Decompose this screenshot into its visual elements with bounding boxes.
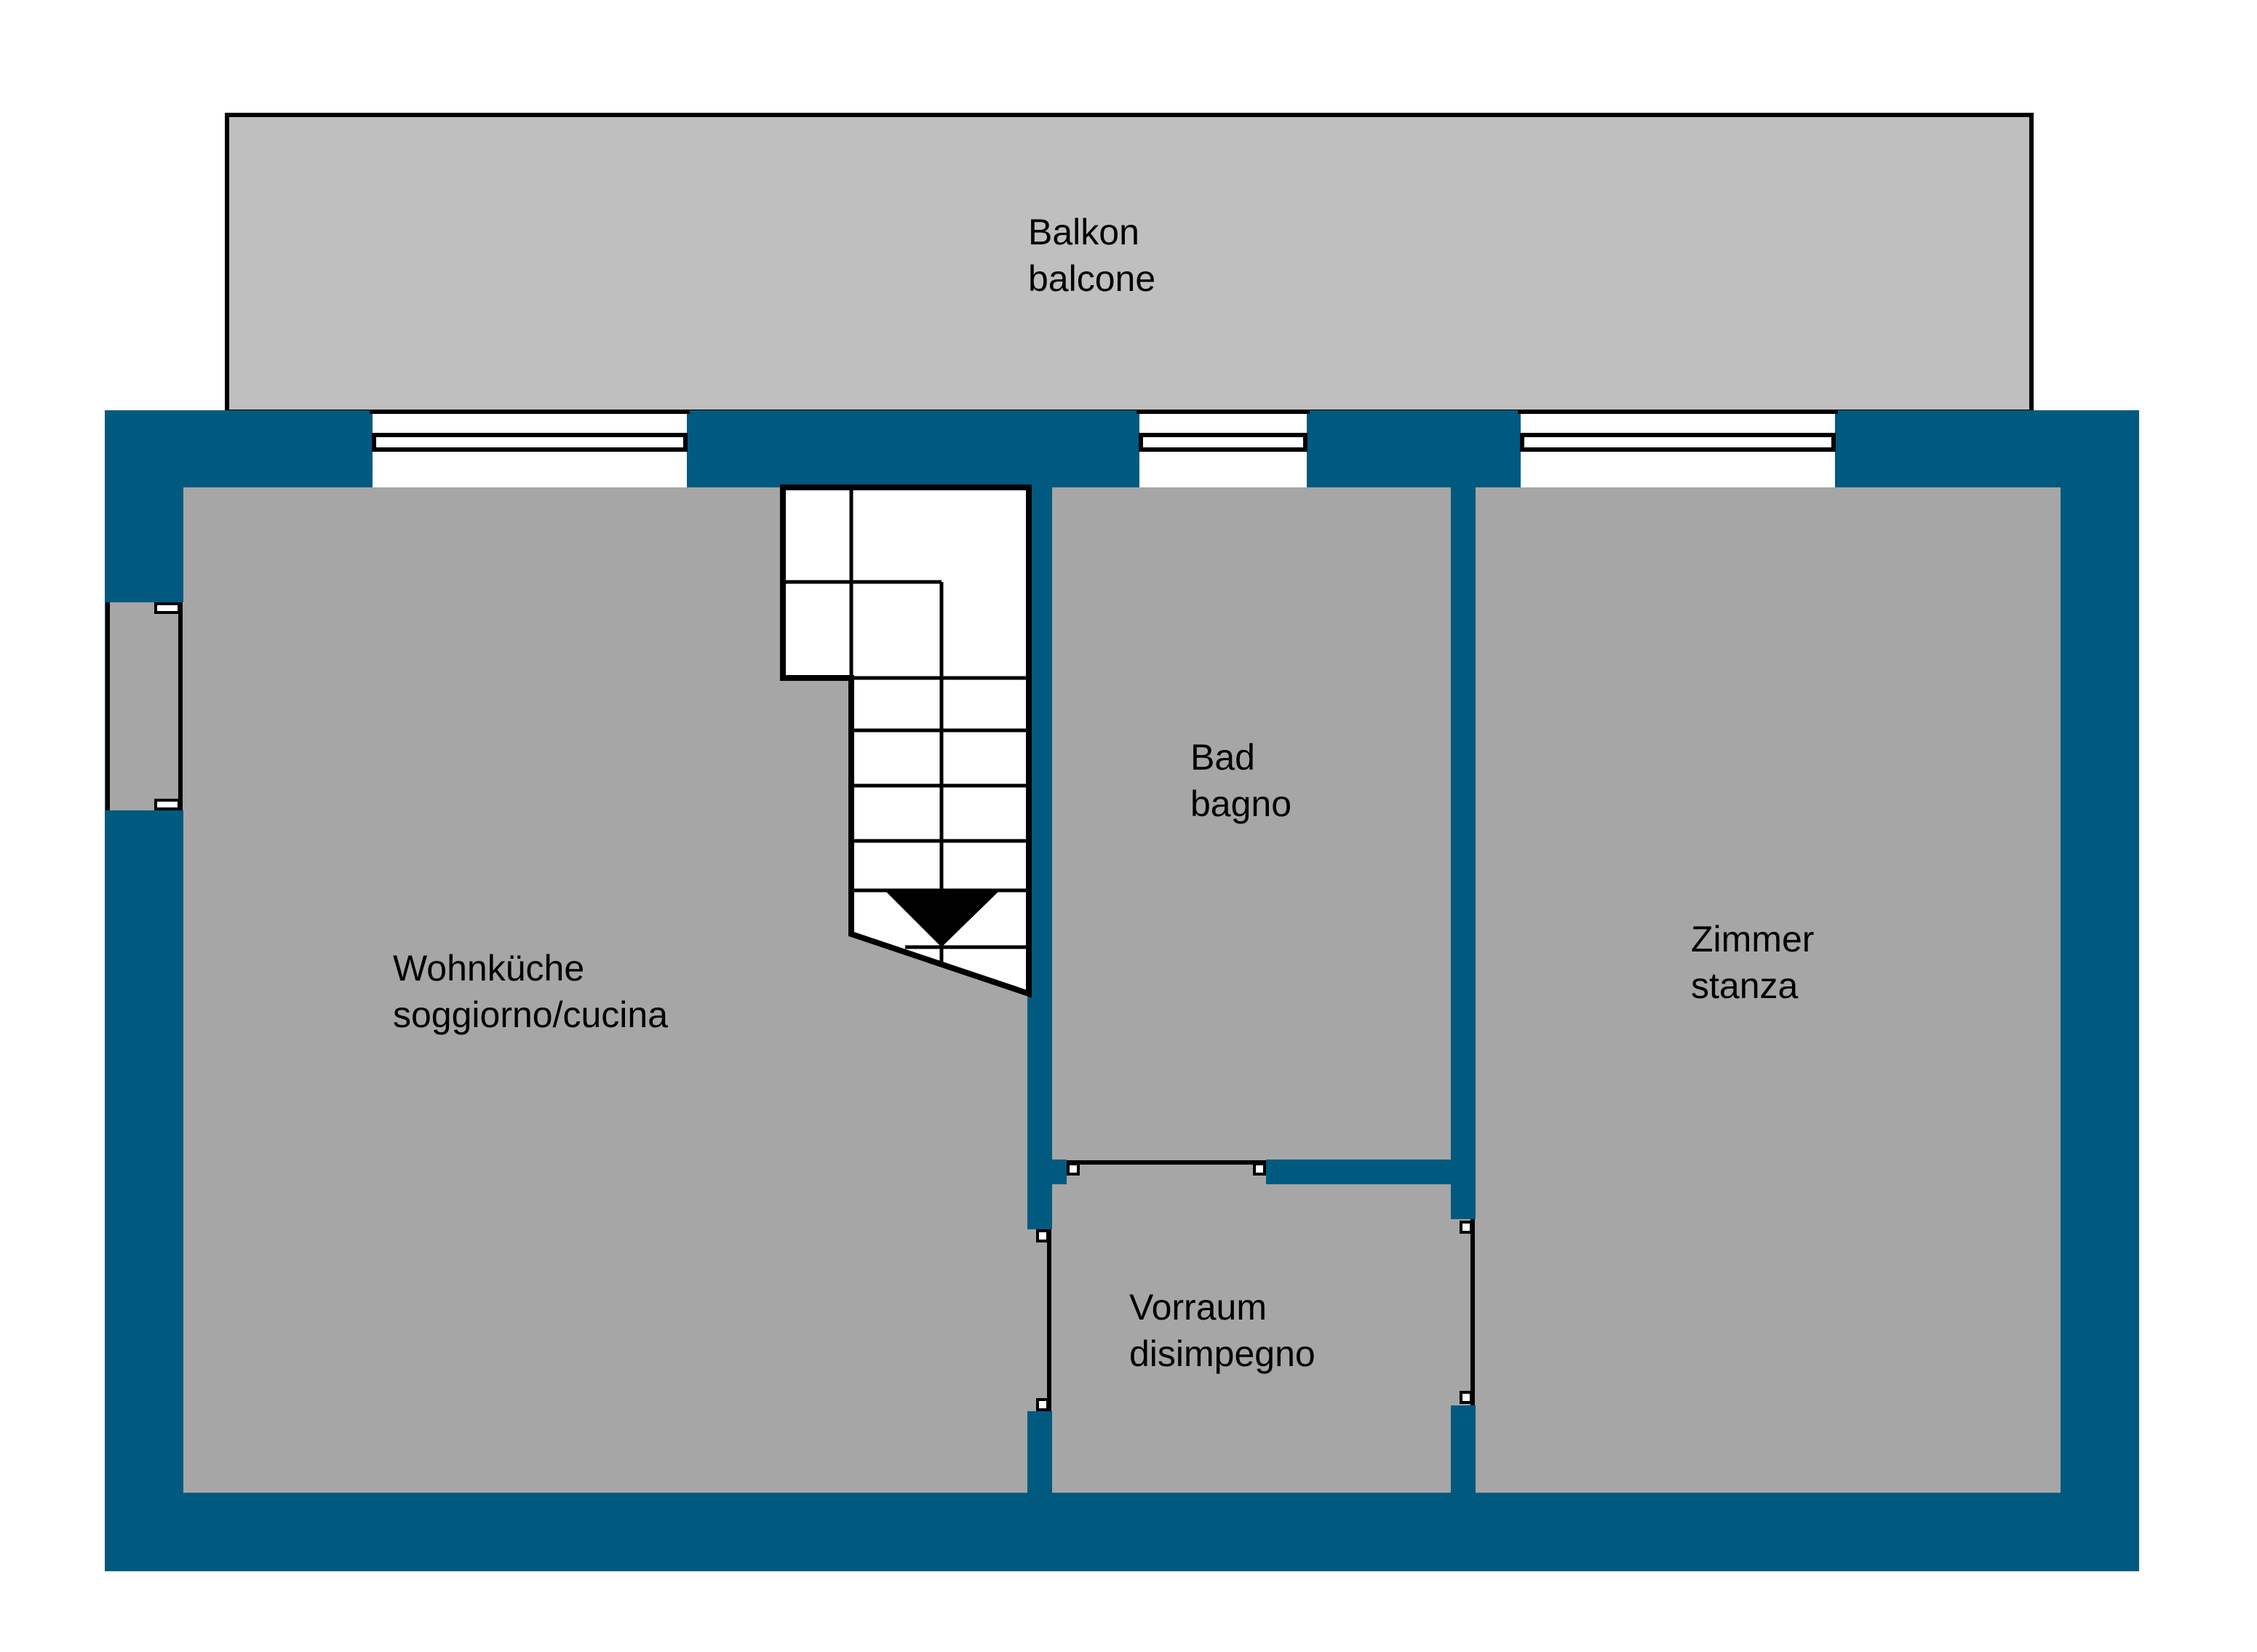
label-wohnkueche-it: soggiorno/cucina bbox=[393, 994, 668, 1035]
window-top-1 bbox=[370, 410, 690, 487]
label-bad-de: Bad bbox=[1190, 737, 1255, 778]
label-vorraum-it: disimpegno bbox=[1129, 1333, 1315, 1374]
window-top-2 bbox=[1137, 410, 1310, 487]
stairs-down-arrow-icon bbox=[885, 890, 1000, 947]
label-zimmer-de: Zimmer bbox=[1691, 919, 1814, 959]
door-bad-vorraum[interactable] bbox=[1067, 1160, 1266, 1184]
label-balkon-de: Balkon bbox=[1028, 212, 1139, 252]
window-left bbox=[106, 602, 183, 810]
window-top-3 bbox=[1518, 410, 1838, 487]
label-bad: Bad bagno bbox=[1190, 737, 1291, 824]
label-vorraum-de: Vorraum bbox=[1129, 1287, 1267, 1328]
door-vorraum-zimmer[interactable] bbox=[1451, 1219, 1476, 1405]
label-zimmer-it: stanza bbox=[1691, 965, 1799, 1006]
balcony-area[interactable] bbox=[225, 113, 2034, 414]
label-bad-it: bagno bbox=[1190, 783, 1291, 824]
label-balkon-it: balcone bbox=[1028, 258, 1155, 299]
label-vorraum: Vorraum disimpegno bbox=[1129, 1287, 1315, 1374]
label-wohnkueche: Wohnküche soggiorno/cucina bbox=[393, 948, 668, 1035]
door-wohnkueche-vorraum[interactable] bbox=[1027, 1229, 1052, 1411]
room-zimmer[interactable] bbox=[1476, 487, 2061, 1493]
room-bad[interactable] bbox=[1052, 487, 1451, 1160]
room-vorraum[interactable] bbox=[1052, 1184, 1451, 1493]
label-balkon: Balkon balcone bbox=[1028, 212, 1155, 299]
label-wohnkueche-de: Wohnküche bbox=[393, 948, 584, 989]
label-zimmer: Zimmer stanza bbox=[1691, 919, 1814, 1006]
staircase[interactable] bbox=[780, 484, 1032, 998]
